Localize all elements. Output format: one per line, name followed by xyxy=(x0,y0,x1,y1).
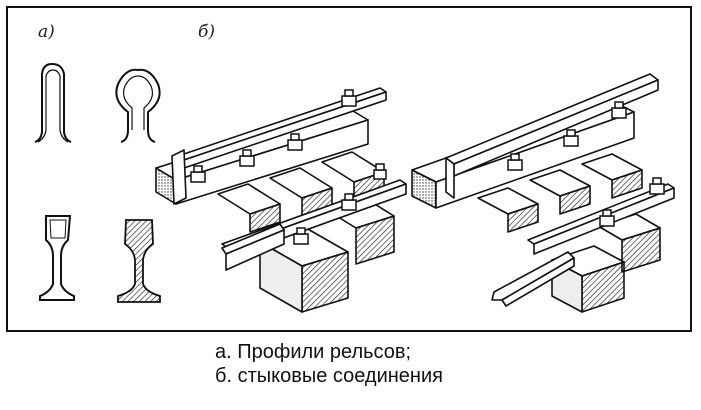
track-joint-right xyxy=(411,73,675,313)
rail-profile-flat-bottom xyxy=(34,62,72,143)
rail-profile-t-rail xyxy=(39,215,75,301)
figure-frame: а) б) xyxy=(6,6,692,332)
panel-label-a: а) xyxy=(38,22,55,42)
bolt-nuts-left xyxy=(190,89,387,245)
rail-illustration xyxy=(34,62,675,313)
bolt-nuts-right xyxy=(507,101,665,227)
rail-profile-vignole-hatched xyxy=(117,219,161,303)
caption-line-joints: б. стыковые соединения xyxy=(215,365,443,387)
rail-profile-omega xyxy=(115,68,161,143)
figure-caption: а. Профили рельсов; б. стыковые соединен… xyxy=(215,340,443,388)
track-joint-left xyxy=(155,87,407,313)
caption-line-profiles: а. Профили рельсов; xyxy=(215,341,412,363)
panel-label-b: б) xyxy=(198,22,216,42)
